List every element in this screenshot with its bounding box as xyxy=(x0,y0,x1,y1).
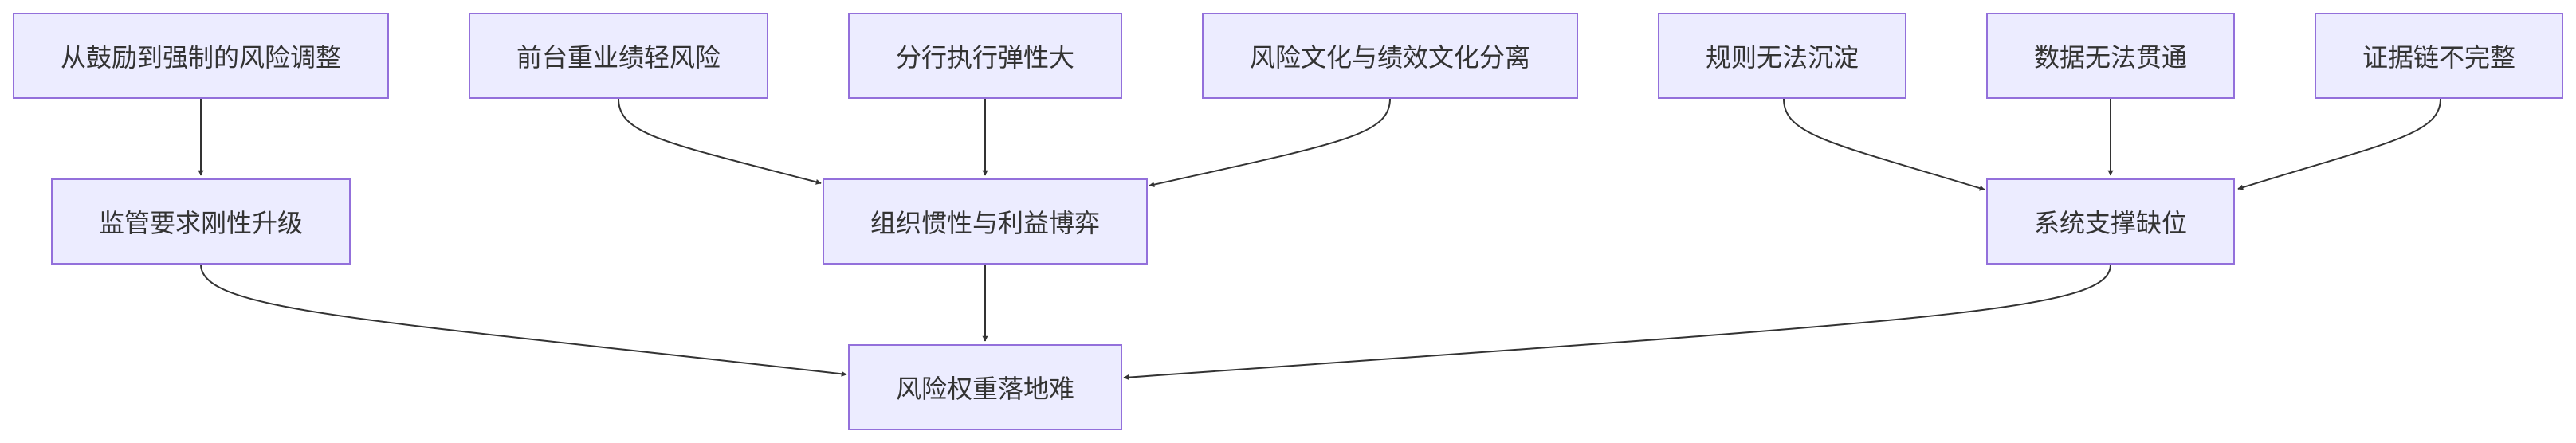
edge-n4-n9 xyxy=(1149,98,1391,188)
node-n3: 分行执行弹性大 xyxy=(848,13,1122,99)
node-n7: 证据链不完整 xyxy=(2315,13,2563,99)
edge-n10-n11 xyxy=(1123,264,2111,381)
node-n1: 从鼓励到强制的风险调整 xyxy=(13,13,389,99)
node-n6-label: 数据无法贯通 xyxy=(2033,42,2187,73)
node-n4-label: 风险文化与绩效文化分离 xyxy=(1249,42,1530,73)
node-n5: 规则无法沉淀 xyxy=(1658,13,1906,99)
edge-n2-n9 xyxy=(618,98,822,185)
node-n2: 前台重业绩轻风险 xyxy=(469,13,768,99)
edge-n7-n10 xyxy=(2237,98,2441,190)
edge-n8-n11 xyxy=(200,264,847,377)
node-n1-label: 从鼓励到强制的风险调整 xyxy=(60,42,341,73)
node-n9: 组织惯性与利益博弈 xyxy=(823,178,1148,265)
node-n10-label: 系统支撑缺位 xyxy=(2033,208,2187,238)
node-n9-label: 组织惯性与利益博弈 xyxy=(870,208,1100,238)
node-n5-label: 规则无法沉淀 xyxy=(1705,42,1859,73)
node-n11-label: 风险权重落地难 xyxy=(895,374,1074,404)
node-n3-label: 分行执行弹性大 xyxy=(895,42,1074,73)
edge-n5-n10 xyxy=(1783,98,1985,191)
node-n7-label: 证据链不完整 xyxy=(2362,42,2515,73)
node-n6: 数据无法贯通 xyxy=(1986,13,2235,99)
node-n2-label: 前台重业绩轻风险 xyxy=(516,42,721,73)
node-n11: 风险权重落地难 xyxy=(848,344,1122,430)
node-n4: 风险文化与绩效文化分离 xyxy=(1202,13,1578,99)
node-n8: 监管要求刚性升级 xyxy=(51,178,351,265)
node-n8-label: 监管要求刚性升级 xyxy=(98,208,303,238)
node-n10: 系统支撑缺位 xyxy=(1986,178,2235,265)
